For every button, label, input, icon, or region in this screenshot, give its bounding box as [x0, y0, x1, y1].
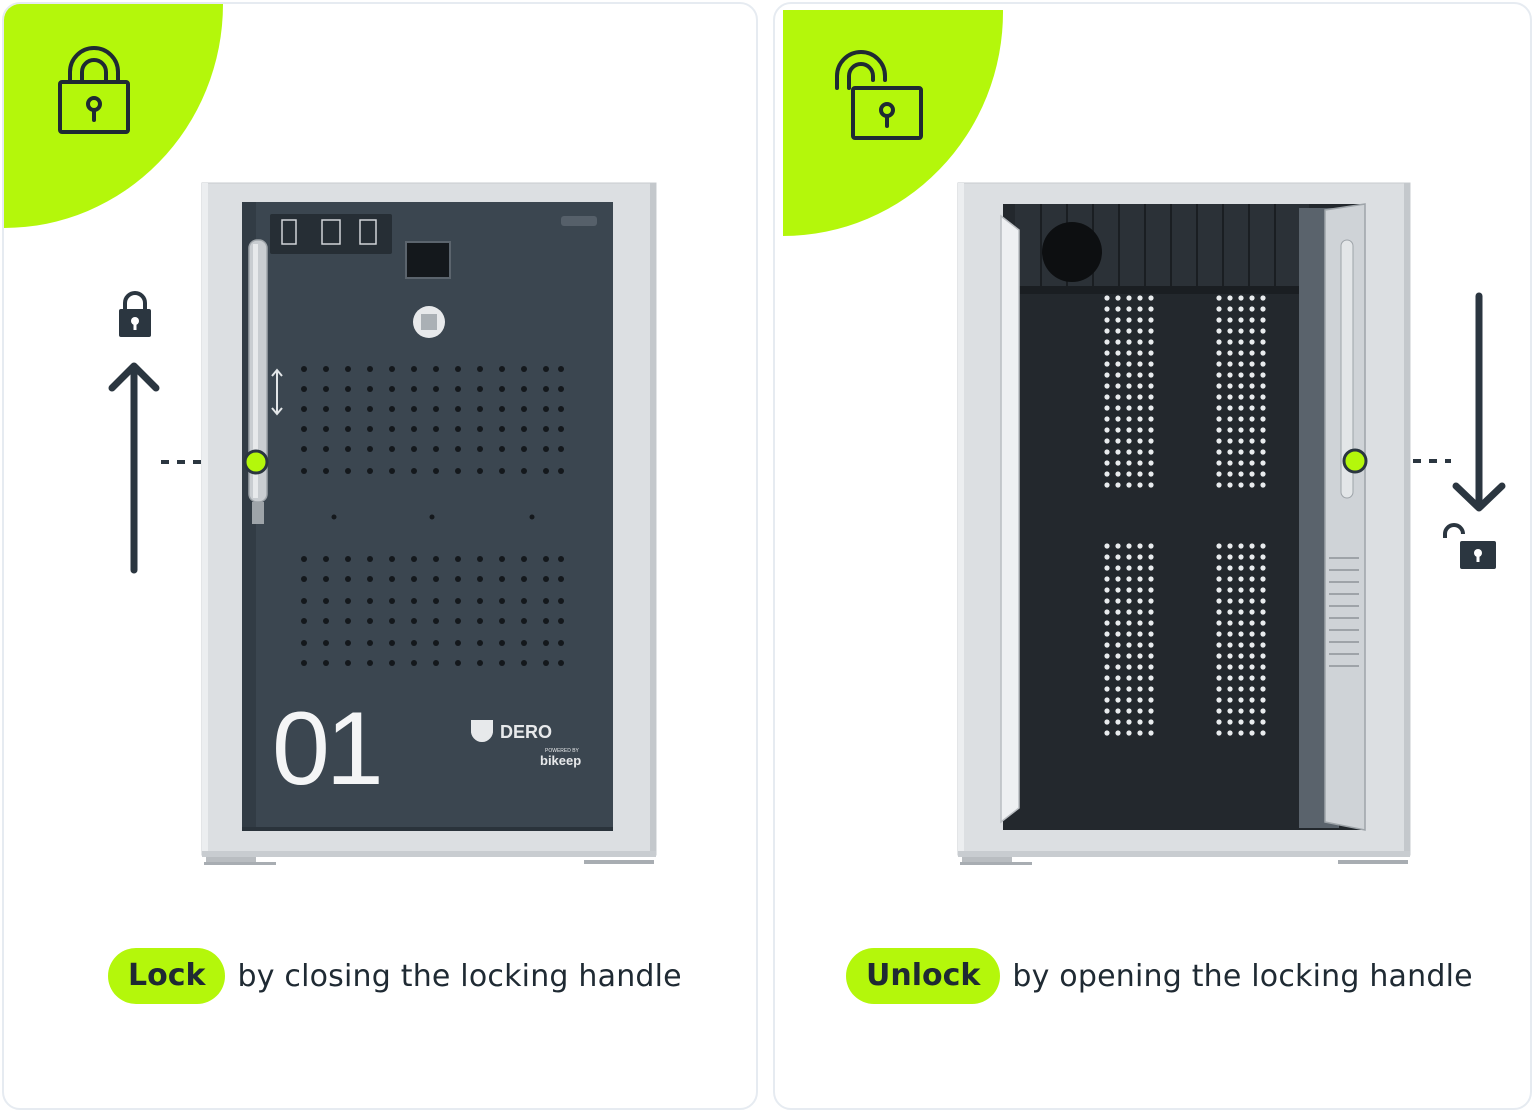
lock-open-icon	[1443, 523, 1496, 569]
lock-card: 01 DERO POWERED BY bikeep Lock by closin…	[2, 2, 758, 1110]
unlock-caption: Unlock by opening the locking handle	[846, 948, 1473, 1004]
unlock-action-pill: Unlock	[846, 948, 1001, 1004]
dero-shield-logo	[470, 720, 494, 743]
lock-description: by closing the locking handle	[237, 958, 682, 994]
locker-number: 01	[272, 691, 380, 807]
brand-name: DERO	[500, 722, 552, 742]
lock-caption: Lock by closing the locking handle	[108, 948, 682, 1004]
arrow-down-icon	[1452, 292, 1506, 512]
lock-action-pill: Lock	[108, 948, 226, 1004]
interior-vents	[1104, 295, 1266, 736]
locker-open-illustration	[835, 50, 1506, 865]
powered-by-label: POWERED BY	[545, 748, 580, 754]
handle-pointer-dot	[1342, 448, 1368, 474]
accent-blob	[4, 4, 223, 228]
padlock-open-icon	[835, 50, 923, 140]
padlock-closed-icon	[58, 46, 130, 134]
unlock-card: Unlock by opening the locking handle	[773, 2, 1532, 1110]
upper-vent	[301, 366, 564, 474]
lock-closed-icon	[119, 291, 151, 337]
arrow-up-icon	[108, 362, 160, 574]
locker-closed-illustration: 01 DERO POWERED BY bikeep	[58, 46, 657, 865]
unlock-description: by opening the locking handle	[1012, 958, 1473, 994]
powered-brand: bikeep	[540, 753, 581, 768]
lower-vent	[301, 556, 564, 666]
handle-pointer-dot	[243, 449, 269, 475]
